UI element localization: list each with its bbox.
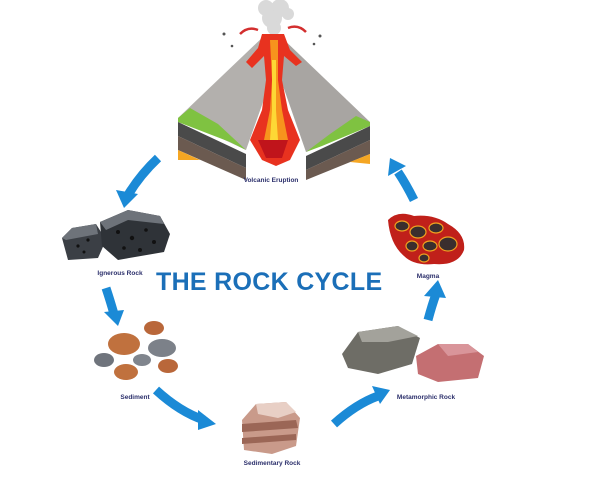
sedimentary-rock-illustration — [242, 402, 300, 454]
diagram-title: THE ROCK CYCLE — [156, 268, 383, 296]
label-sedimentary-rock: Sedimentary Rock — [243, 460, 301, 467]
metamorphic-rock-illustration — [342, 326, 484, 382]
igneous-rock-illustration — [62, 210, 170, 260]
volcano-illustration — [178, 0, 370, 180]
label-magma: Magma — [416, 273, 440, 280]
magma-illustration — [388, 213, 465, 265]
sediment-illustration — [94, 321, 178, 380]
label-igneous-rock: Ignerous Rock — [97, 270, 143, 277]
label-metamorphic-rock: Metamorphic Rock — [396, 394, 456, 401]
label-sediment: Sediment — [120, 394, 150, 401]
smoke-plume — [258, 0, 294, 35]
label-volcanic-eruption: Volcanic Eruption — [243, 177, 299, 184]
